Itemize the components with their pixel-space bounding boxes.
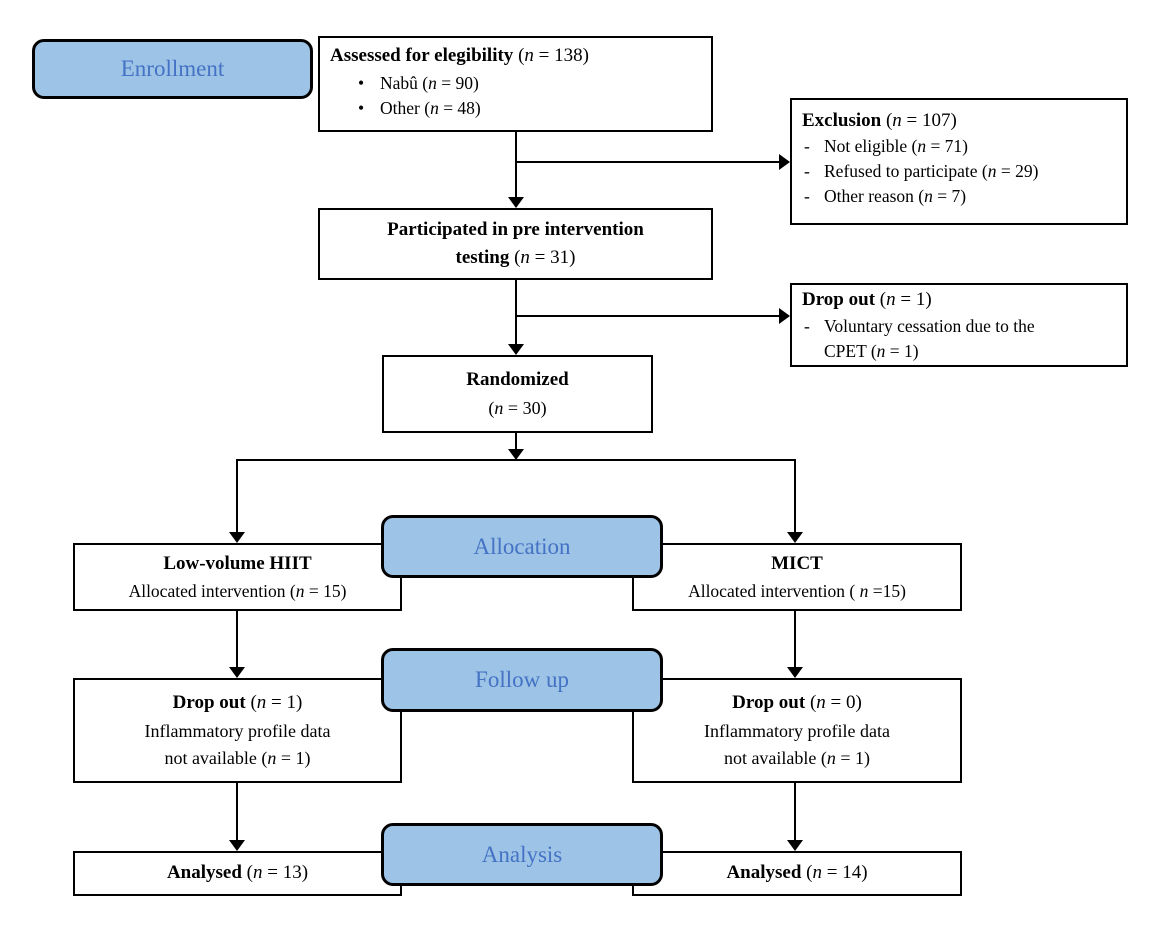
arrowhead-down-icon <box>508 449 524 460</box>
stage-label-text: Allocation <box>473 533 571 559</box>
arrowhead-down-icon <box>229 532 245 543</box>
dropout-mict-line3: not available (n = 1) <box>723 747 871 768</box>
analysed-mict-line: Analysed (n = 14) <box>726 862 868 884</box>
connector-pretest-to-dropout <box>516 315 779 317</box>
bullet-marker: • <box>358 72 365 93</box>
connector-randomized-to-split <box>515 433 517 450</box>
connector-split-to-hiit <box>236 459 238 532</box>
dropout-pre-box: Drop out (n = 1) - Voluntary cessation d… <box>790 283 1128 367</box>
randomized-box: Randomized (n = 30) <box>382 355 653 433</box>
bullet-marker: • <box>358 97 365 118</box>
split-line <box>236 459 796 461</box>
arrowhead-down-icon <box>787 840 803 851</box>
mict-line2: Allocated intervention ( n =15) <box>688 581 906 602</box>
randomized-line1: Randomized <box>466 369 569 391</box>
connector-dropout-to-analysed-hiit <box>236 783 238 840</box>
list-item: • Other (n = 48) <box>358 96 701 121</box>
stage-label-text: Follow up <box>475 667 569 692</box>
dropout-hiit-box: Drop out (n = 1) Inflammatory profile da… <box>73 678 402 783</box>
connector-mict-to-dropout <box>794 611 796 667</box>
dropout-pre-title: Drop out (n = 1) <box>802 289 932 310</box>
list-item: - Refused to participate (n = 29) <box>802 159 1116 184</box>
dropout-mict-line1: Drop out (n = 0) <box>732 692 862 714</box>
connector-assessed-to-pretest <box>515 132 517 197</box>
assessed-box: Assessed for elegibility (n = 138) • Nab… <box>318 36 713 132</box>
list-item-text: Other reason (n = 7) <box>824 186 967 207</box>
arrowhead-down-icon <box>787 667 803 678</box>
list-item: - Other reason (n = 7) <box>802 184 1116 209</box>
connector-hiit-to-dropout <box>236 611 238 667</box>
list-item: • Nabû (n = 90) <box>358 71 701 96</box>
arrowhead-down-icon <box>787 532 803 543</box>
dropout-mict-box: Drop out (n = 0) Inflammatory profile da… <box>632 678 962 783</box>
list-item-text: Refused to participate (n = 29) <box>824 161 1039 182</box>
stage-label-text: Analysis <box>481 841 563 867</box>
dropout-mict-line2: Inflammatory profile data <box>704 720 890 741</box>
exclusion-box: Exclusion (n = 107) - Not eligible (n = … <box>790 98 1128 225</box>
analysed-mict-box: Analysed (n = 14) <box>632 851 962 896</box>
arrowhead-down-icon <box>508 344 524 355</box>
analysed-hiit-box: Analysed (n = 13) <box>73 851 402 896</box>
list-item: - Not eligible (n = 71) <box>802 134 1116 159</box>
mict-box: MICT Allocated intervention ( n =15) <box>632 543 962 611</box>
exclusion-title: Exclusion (n = 107) <box>802 110 957 131</box>
pretest-line1: Participated in pre intervention <box>387 218 644 240</box>
list-item: - Voluntary cessation due to the CPET (n… <box>802 314 1116 365</box>
mict-line1: MICT <box>771 552 823 574</box>
dropout-hiit-line2: Inflammatory profile data <box>144 720 331 741</box>
assessed-list: • Nabû (n = 90) • Other (n = 48) <box>358 71 701 122</box>
arrowhead-down-icon <box>229 840 245 851</box>
connector-pretest-to-randomized <box>515 280 517 344</box>
list-item-text: Not eligible (n = 71) <box>824 135 969 156</box>
connector-assessed-to-exclusion <box>516 161 779 163</box>
stage-label-enrollment: Enrollment <box>32 39 313 99</box>
hiit-line1: Low-volume HIIT <box>163 552 312 574</box>
list-item-text: Other (n = 48) <box>380 97 481 118</box>
stage-label-text: Enrollment <box>120 56 225 81</box>
assessed-title: Assessed for elegibility (n = 138) <box>330 45 589 66</box>
randomized-line2: (n = 30) <box>488 397 547 418</box>
hiit-line2: Allocated intervention (n = 15) <box>128 581 347 602</box>
dropout-hiit-line1: Drop out (n = 1) <box>172 692 303 714</box>
dash-marker: - <box>804 315 810 336</box>
analysed-hiit-line: Analysed (n = 13) <box>166 862 309 884</box>
pretest-box: Participated in pre intervention testing… <box>318 208 713 280</box>
dash-marker: - <box>804 161 810 182</box>
arrowhead-down-icon <box>508 197 524 208</box>
arrowhead-right-icon <box>779 154 790 170</box>
connector-split-to-mict <box>794 459 796 532</box>
stage-label-analysis: Analysis <box>381 823 663 886</box>
dash-marker: - <box>804 135 810 156</box>
dash-marker: - <box>804 186 810 207</box>
dropout-hiit-line3: not available (n = 1) <box>164 747 311 768</box>
stage-label-allocation: Allocation <box>381 515 663 578</box>
list-item-text: Nabû (n = 90) <box>380 72 479 93</box>
list-item-text: Voluntary cessation due to the CPET (n =… <box>824 315 1035 361</box>
connector-dropout-to-analysed-mict <box>794 783 796 840</box>
pretest-line2: testing (n = 31) <box>455 247 576 268</box>
hiit-box: Low-volume HIIT Allocated intervention (… <box>73 543 402 611</box>
stage-label-follow-up: Follow up <box>381 648 663 712</box>
arrowhead-right-icon <box>779 308 790 324</box>
arrowhead-down-icon <box>229 667 245 678</box>
